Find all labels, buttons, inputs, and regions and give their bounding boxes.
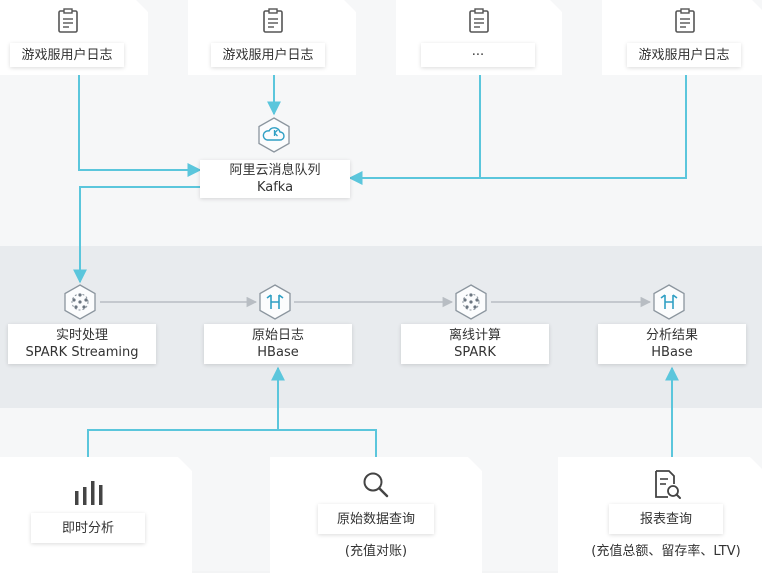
raw-log-node-label: 原始日志 HBase [204,324,352,364]
spark-streaming-node-icon [64,284,96,320]
realtime-analysis-label: 即时分析 [31,513,145,543]
message-queue-cloud-icon [258,117,290,153]
report-query-label: 报表查询 [609,504,723,534]
log-document-icon [675,8,695,33]
log-document-icon [263,8,283,33]
hbase-result-node-icon [653,284,685,320]
kafka-node-label: 阿里云消息队列 Kafka [200,160,350,198]
raw-data-query-note: (充值对账) [344,544,408,559]
bar-chart-icon [75,481,103,505]
streaming-node-label: 实时处理 SPARK Streaming [8,324,156,364]
search-icon [363,472,389,498]
log-document-icon [58,8,78,33]
raw-data-query-label: 原始数据查询 [318,504,434,534]
offline-node-label: 离线计算 SPARK [401,324,549,364]
report-search-icon [655,470,681,499]
log-document-icon [469,8,489,33]
source-label-3: ··· [421,43,535,67]
source-label-2: 游戏服用户日志 [211,43,325,67]
source-label-1: 游戏服用户日志 [10,43,124,67]
report-query-note: (充值总额、留存率、LTV) [591,544,741,559]
hbase-raw-log-node-icon [259,284,291,320]
spark-offline-node-icon [455,284,487,320]
source-label-4: 游戏服用户日志 [627,43,741,67]
result-node-label: 分析结果 HBase [598,324,746,364]
